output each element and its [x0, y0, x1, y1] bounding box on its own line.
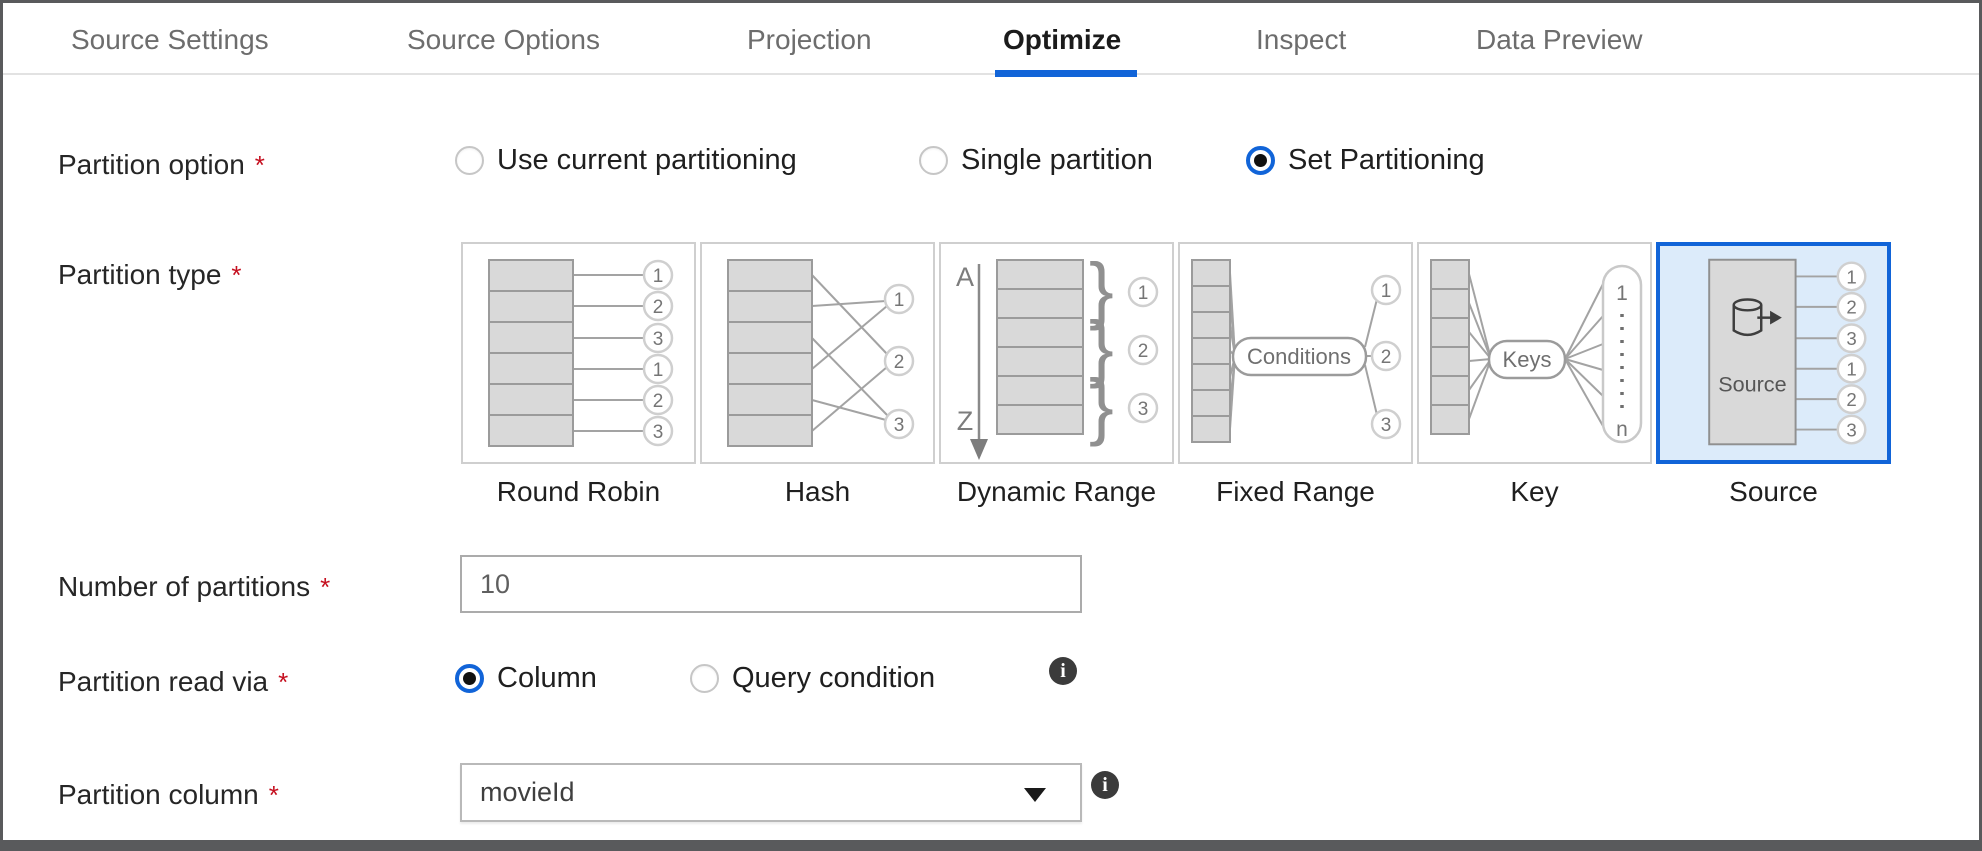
- dynamic-range-diagram: A Z } } } 1 2: [956, 248, 1159, 460]
- svg-text:}: }: [1089, 248, 1114, 331]
- key-card[interactable]: Keys 1 n: [1417, 242, 1652, 464]
- svg-text:3: 3: [1381, 415, 1392, 436]
- svg-text:}: }: [1089, 364, 1114, 447]
- tab-source-settings[interactable]: Source Settings: [71, 24, 269, 55]
- partition-option-label: Partition option*: [58, 149, 265, 180]
- radio-button: [919, 146, 948, 175]
- svg-text:A: A: [956, 262, 974, 292]
- radio-use-current-partitioning[interactable]: Use current partitioning: [455, 144, 797, 177]
- svg-text:2: 2: [1846, 389, 1856, 410]
- svg-text:1: 1: [653, 360, 664, 381]
- partition-column-dropdown[interactable]: movieId: [460, 763, 1082, 822]
- svg-text:}: }: [1089, 306, 1114, 389]
- radio-button-checked: [1246, 146, 1275, 175]
- svg-text:n: n: [1616, 418, 1628, 441]
- source-diagram: Source 1 2 3 1 2 3: [1708, 258, 1867, 446]
- key-diagram: Keys 1 n: [1430, 259, 1643, 444]
- svg-text:2: 2: [653, 297, 664, 318]
- svg-text:3: 3: [1138, 399, 1149, 420]
- card-label: Fixed Range: [1216, 476, 1375, 507]
- svg-text:1: 1: [1846, 359, 1856, 380]
- partition-type-option-hash[interactable]: 1 2 3 Hash: [700, 242, 935, 508]
- partition-read-via-label: Partition read via*: [58, 666, 289, 697]
- svg-text:1: 1: [1616, 282, 1628, 305]
- svg-text:1: 1: [1846, 266, 1856, 287]
- svg-text:Source: Source: [1718, 371, 1786, 396]
- window-bottom-edge: [3, 840, 1979, 848]
- tab-optimize-label: Optimize: [1003, 24, 1122, 55]
- card-label: Dynamic Range: [956, 476, 1157, 507]
- svg-text:1: 1: [1381, 281, 1392, 302]
- svg-text:3: 3: [1846, 328, 1856, 349]
- partition-type-option-round-robin[interactable]: 1 2 3 1 2 3 Round Robin: [461, 242, 696, 508]
- active-tab-underline: [995, 70, 1138, 77]
- svg-text:3: 3: [1846, 419, 1856, 440]
- card-label: Hash: [784, 476, 851, 507]
- fixed-range-diagram: Conditions 1 2 3: [1191, 259, 1402, 443]
- number-of-partitions-input[interactable]: [460, 555, 1082, 613]
- optimize-form: Partition option* Use current partitioni…: [3, 77, 1979, 840]
- tab-data-preview[interactable]: Data Preview: [1476, 24, 1643, 55]
- svg-text:2: 2: [1381, 347, 1392, 368]
- dynamic-range-card[interactable]: A Z } } } 1 2: [939, 242, 1174, 464]
- required-asterisk: *: [231, 260, 242, 290]
- radio-button: [690, 664, 719, 693]
- radio-button: [455, 146, 484, 175]
- card-label: Source: [1729, 476, 1818, 507]
- partition-type-option-source[interactable]: Source 1 2 3 1 2 3 Source: [1656, 242, 1891, 508]
- required-asterisk: *: [254, 150, 265, 180]
- svg-text:2: 2: [1138, 341, 1149, 362]
- radio-column[interactable]: Column: [455, 662, 597, 695]
- tab-projection[interactable]: Projection: [747, 24, 872, 55]
- number-of-partitions-label: Number of partitions*: [58, 571, 331, 602]
- card-label: Round Robin: [496, 476, 661, 507]
- dropdown-selected-value: movieId: [480, 777, 575, 807]
- tab-optimize[interactable]: Optimize: [995, 3, 1138, 77]
- partition-type-option-dynamic-range[interactable]: A Z } } } 1 2: [939, 242, 1174, 508]
- svg-text:1: 1: [894, 290, 905, 311]
- hash-diagram: 1 2 3: [727, 259, 915, 447]
- required-asterisk: *: [320, 572, 331, 602]
- info-icon[interactable]: i: [1049, 657, 1077, 685]
- svg-text:2: 2: [894, 352, 905, 373]
- round-robin-card[interactable]: 1 2 3 1 2 3: [461, 242, 696, 464]
- radio-set-partitioning[interactable]: Set Partitioning: [1246, 144, 1485, 177]
- svg-text:Conditions: Conditions: [1247, 344, 1351, 369]
- svg-text:1: 1: [1138, 283, 1149, 304]
- hash-card[interactable]: 1 2 3: [700, 242, 935, 464]
- svg-text:3: 3: [653, 329, 664, 350]
- svg-text:2: 2: [653, 391, 664, 412]
- svg-text:Keys: Keys: [1503, 347, 1552, 372]
- required-asterisk: *: [278, 667, 289, 697]
- svg-text:1: 1: [653, 266, 664, 287]
- partition-column-label: Partition column*: [58, 779, 279, 810]
- source-card-selected[interactable]: Source 1 2 3 1 2 3: [1656, 242, 1891, 464]
- partition-type-label: Partition type*: [58, 259, 242, 290]
- partition-type-option-fixed-range[interactable]: Conditions 1 2 3 Fixed Range: [1178, 242, 1413, 508]
- info-icon[interactable]: i: [1091, 771, 1119, 799]
- database-export-icon: [1732, 298, 1782, 337]
- tab-source-options[interactable]: Source Options: [407, 24, 600, 55]
- tab-bar: Source Settings Source Options Projectio…: [3, 3, 1979, 77]
- round-robin-diagram: 1 2 3 1 2 3: [488, 259, 674, 447]
- chevron-down-icon: [1024, 787, 1046, 802]
- partition-type-selector: 1 2 3 1 2 3 Round Robin: [461, 242, 1891, 508]
- partition-type-option-key[interactable]: Keys 1 n Key: [1417, 242, 1652, 508]
- radio-query-condition[interactable]: Query condition: [690, 662, 935, 695]
- radio-single-partition[interactable]: Single partition: [919, 144, 1153, 177]
- svg-text:3: 3: [653, 422, 664, 443]
- required-asterisk: *: [268, 780, 279, 810]
- radio-button-checked: [455, 664, 484, 693]
- tab-inspect[interactable]: Inspect: [1256, 24, 1347, 55]
- svg-text:2: 2: [1846, 297, 1856, 318]
- fixed-range-card[interactable]: Conditions 1 2 3: [1178, 242, 1413, 464]
- svg-text:Z: Z: [957, 406, 974, 436]
- card-label: Key: [1510, 476, 1559, 507]
- svg-text:3: 3: [894, 415, 905, 436]
